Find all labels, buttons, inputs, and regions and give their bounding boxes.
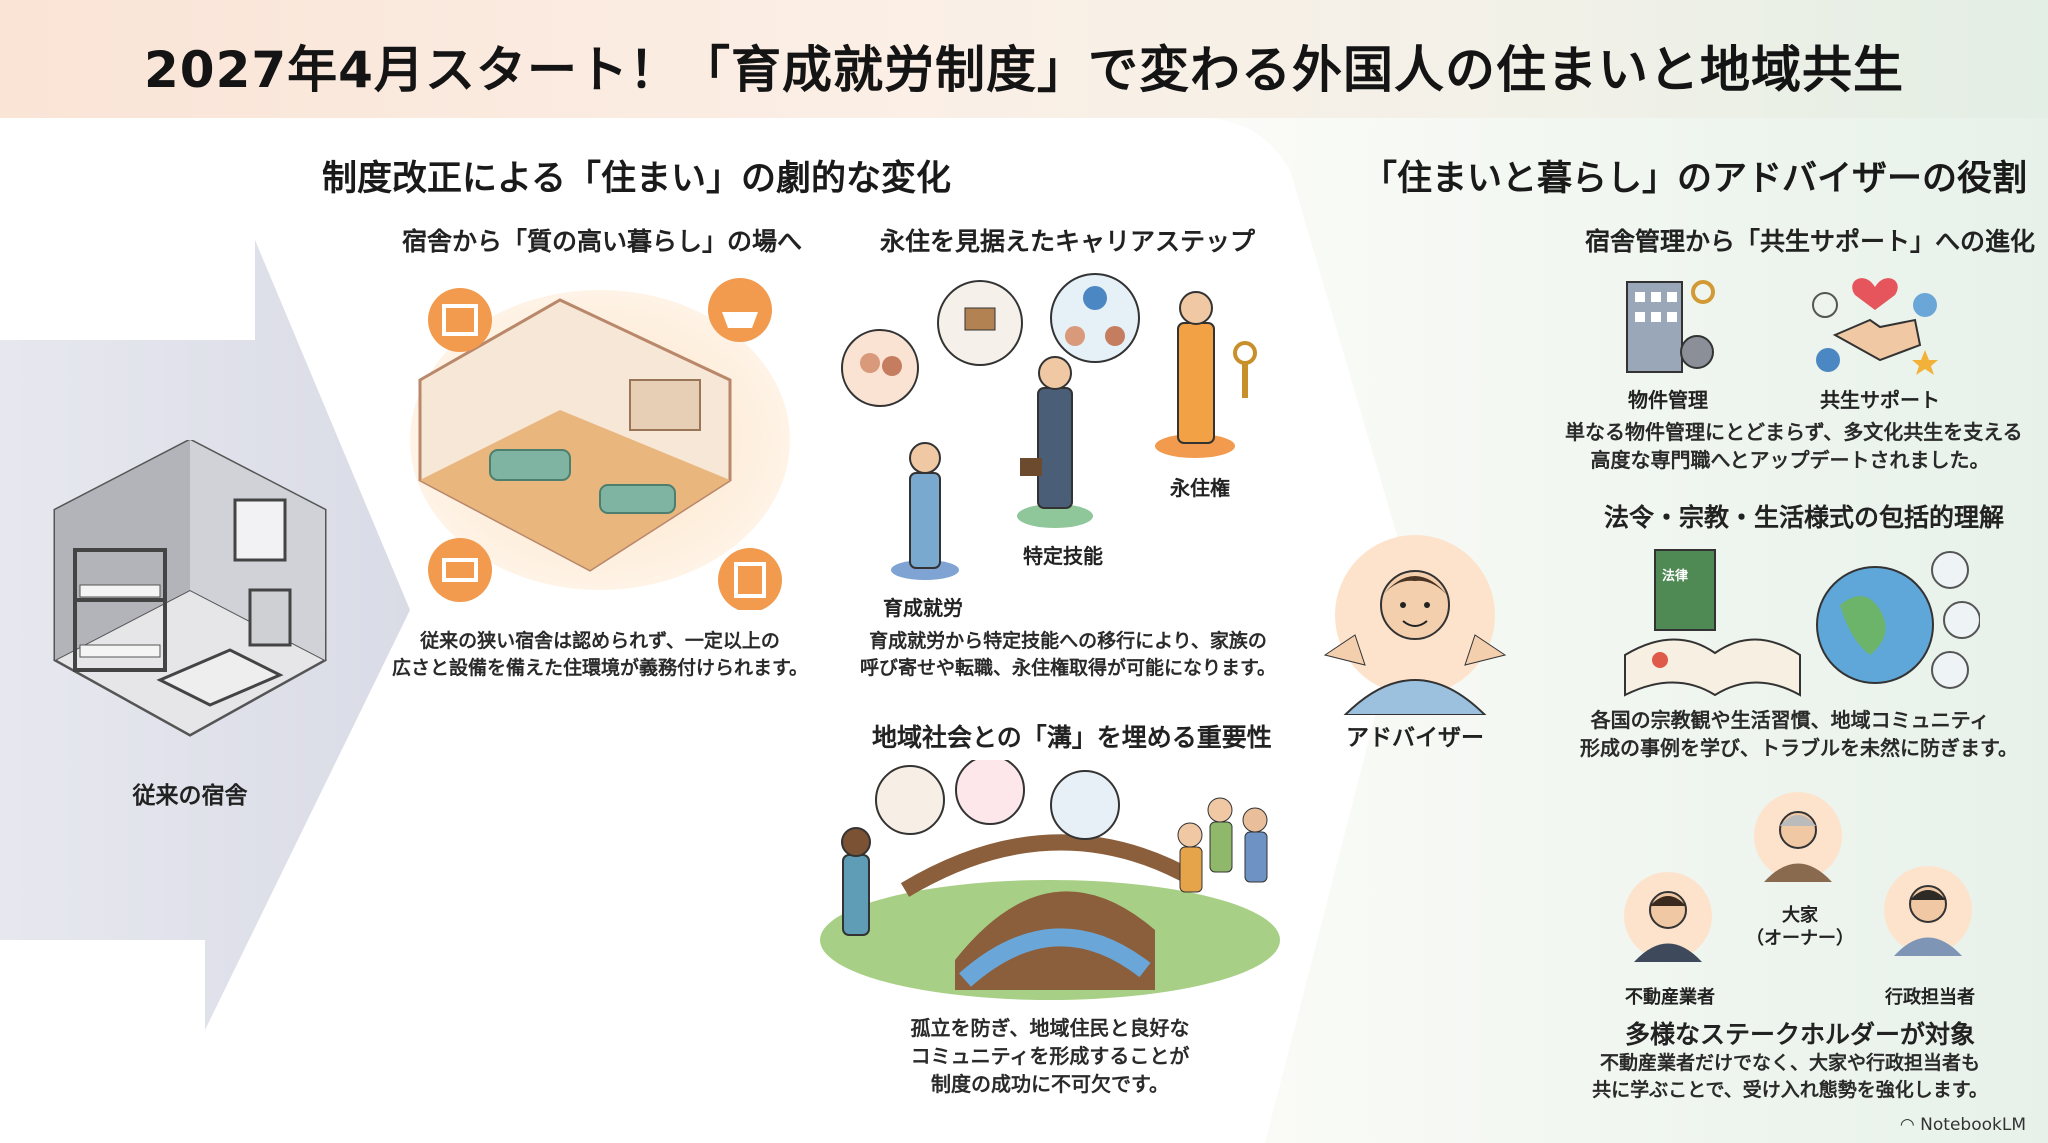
community-bridge-illustration <box>820 760 1280 1000</box>
career-caption: 育成就労から特定技能への移行により、家族の 呼び寄せや転職、永住権取得が可能にな… <box>858 628 1278 681</box>
advisor-label: アドバイザー <box>1346 725 1484 751</box>
housing-title: 宿舎から「質の高い暮らし」の場へ <box>402 227 803 256</box>
owner-person-icon <box>1754 792 1842 882</box>
evolution-title: 宿舎管理から「共生サポート」への進化 <box>1585 227 2036 256</box>
career-caption-line2: 呼び寄せや転職、永住権取得が可能になります。 <box>859 656 1277 679</box>
community-caption-line2: コミュニティを形成することが <box>910 1044 1190 1068</box>
main-title: 2027年4月スタート！「育成就労制度」で変わる外国人の住まいと地域共生 <box>144 41 1904 99</box>
realtor-person-icon <box>1624 872 1712 962</box>
owner-label-line2: （オーナー） <box>1746 928 1854 950</box>
community-title: 地域社会との「溝」を埋める重要性 <box>872 723 1272 752</box>
stakeholders-caption-line2: 共に学ぶことで、受け入れ態勢を強化します。 <box>1592 1078 1988 1101</box>
stakeholders-caption: 不動産業者だけでなく、大家や行政担当者も 共に学ぶことで、受け入れ態勢を強化しま… <box>1580 1050 2000 1103</box>
understanding-title: 法令・宗教・生活様式の包括的理解 <box>1604 503 2005 532</box>
community-caption-line1: 孤立を防ぎ、地域住民と良好な <box>910 1016 1190 1040</box>
understanding-caption-line2: 形成の事例を学び、トラブルを未然に防ぎます。 <box>1580 736 2018 760</box>
career-step1-label: 育成就労 <box>883 596 963 620</box>
law-religion-lifestyle-illustration <box>1624 549 1980 697</box>
career-step-illustration <box>841 273 1257 580</box>
owner-label: 大家 （オーナー） <box>1745 904 1855 951</box>
old-dorm-label: 従来の宿舎 <box>132 783 248 809</box>
owner-label-line1: 大家 <box>1782 905 1818 926</box>
housing-caption-line2: 広さと設備を備えた住環境が義務付けられます。 <box>391 656 809 679</box>
logo-icon: ◠ <box>1899 1115 1921 1135</box>
career-title: 永住を見据えたキャリアステップ <box>880 227 1256 256</box>
right-heading: 「住まいと暮らし」のアドバイザーの役割 <box>1362 159 2028 199</box>
logo-text: NotebookLM <box>1920 1115 2026 1135</box>
housing-caption-line1: 従来の狭い宿舎は認められず、一定以上の <box>420 630 780 652</box>
center-heading: 制度改正による「住まい」の劇的な変化 <box>322 159 951 199</box>
property-management-icon <box>1626 280 1715 373</box>
stakeholders-caption-line1: 不動産業者だけでなく、大家や行政担当者も <box>1599 1052 1980 1074</box>
evolution-item2-label: 共生サポート <box>1820 388 1940 412</box>
understanding-caption: 各国の宗教観や生活習慣、地域コミュニティ 形成の事例を学び、トラブルを未然に防ぎ… <box>1580 706 2018 762</box>
community-caption: 孤立を防ぎ、地域住民と良好な コミュニティを形成することが 制度の成功に不可欠で… <box>850 1014 1250 1098</box>
stakeholders-title: 多様なステークホルダーが対象 <box>1625 1020 1976 1049</box>
career-step2-label: 特定技能 <box>1023 544 1103 568</box>
gov-label: 行政担当者 <box>1885 987 1975 1008</box>
career-caption-line1: 育成就労から特定技能への移行により、家族の <box>869 630 1267 652</box>
evolution-item1-label: 物件管理 <box>1628 388 1708 412</box>
old-dorm-illustration <box>52 440 328 737</box>
realtor-label: 不動産業者 <box>1625 987 1715 1008</box>
government-officer-icon <box>1884 866 1972 956</box>
housing-caption: 従来の狭い宿舎は認められず、一定以上の 広さと設備を備えた住環境が義務付けられま… <box>390 628 810 681</box>
evolution-caption: 単なる物件管理にとどまらず、多文化共生を支える 高度な専門職へとアップデートされ… <box>1565 418 2023 474</box>
understanding-caption-line1: 各国の宗教観や生活習慣、地域コミュニティ <box>1590 708 1990 732</box>
community-caption-line3: 制度の成功に不可欠です。 <box>931 1072 1169 1096</box>
evolution-caption-line2: 高度な専門職へとアップデートされました。 <box>1590 448 1990 472</box>
law-book-label: 法律 <box>1661 569 1688 584</box>
modern-apartment-illustration <box>410 278 790 610</box>
advisor-illustration <box>1323 535 1507 715</box>
notebooklm-logo: ◠ NotebookLM <box>1900 1115 2026 1135</box>
evolution-caption-line1: 単なる物件管理にとどまらず、多文化共生を支える <box>1565 420 2023 444</box>
career-step3-label: 永住権 <box>1170 476 1230 500</box>
header-band <box>0 0 2048 118</box>
coexistence-support-icon <box>1812 278 1938 375</box>
